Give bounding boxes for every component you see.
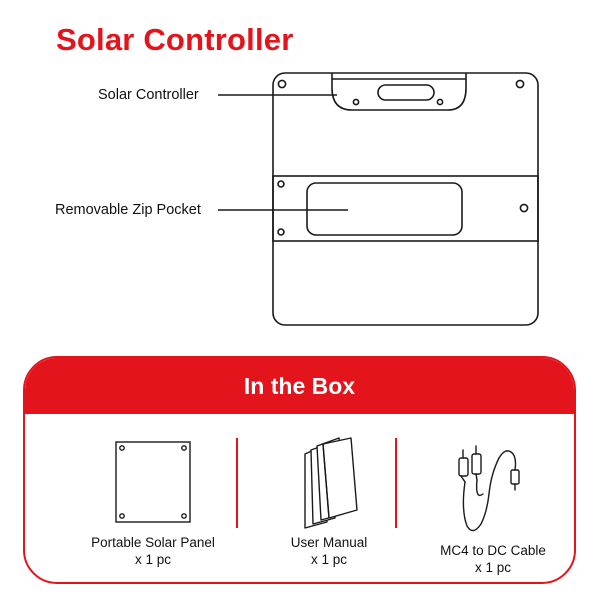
box-item-name: Portable Solar Panel — [91, 535, 215, 550]
box-item-solar-panel: Portable Solar Panel x 1 pc — [63, 414, 243, 582]
callout-solar-controller: Solar Controller — [98, 87, 199, 103]
controller-screw-right — [436, 98, 444, 106]
controller-screw-left — [352, 98, 360, 106]
divider — [395, 438, 397, 528]
solar-panel-diagram — [218, 72, 539, 326]
controller-slot — [377, 84, 435, 101]
manual-icon — [304, 437, 358, 529]
box-item-user-manual: User Manual x 1 pc — [239, 414, 419, 582]
box-item-name: MC4 to DC Cable — [440, 543, 546, 558]
grommet-top-left — [277, 79, 287, 89]
grommet-top-right — [515, 79, 525, 89]
in-the-box-header: In the Box — [25, 358, 574, 414]
cable-icon — [458, 445, 520, 532]
in-the-box-title: In the Box — [243, 372, 356, 399]
box-items: Portable Solar Panel x 1 pc User Manual … — [25, 414, 574, 582]
box-item-cable: MC4 to DC Cable x 1 pc — [403, 414, 574, 582]
pocket-band — [272, 175, 539, 242]
zip-pocket — [306, 182, 463, 236]
box-item-qty: x 1 pc — [474, 560, 512, 575]
controller-housing — [331, 73, 467, 111]
box-item-qty: x 1 pc — [310, 552, 348, 567]
in-the-box-card: In the Box Portable Solar Panel x 1 pc — [23, 356, 576, 584]
divider — [236, 438, 238, 528]
callout-zip-pocket: Removable Zip Pocket — [55, 202, 201, 218]
box-item-qty: x 1 pc — [134, 552, 172, 567]
box-item-name: User Manual — [290, 535, 368, 550]
band-grommet-top-left — [277, 180, 285, 188]
band-grommet-right — [519, 203, 529, 213]
solar-panel-icon — [115, 441, 191, 523]
page-title: Solar Controller — [56, 22, 294, 57]
band-grommet-bottom-left — [277, 228, 285, 236]
